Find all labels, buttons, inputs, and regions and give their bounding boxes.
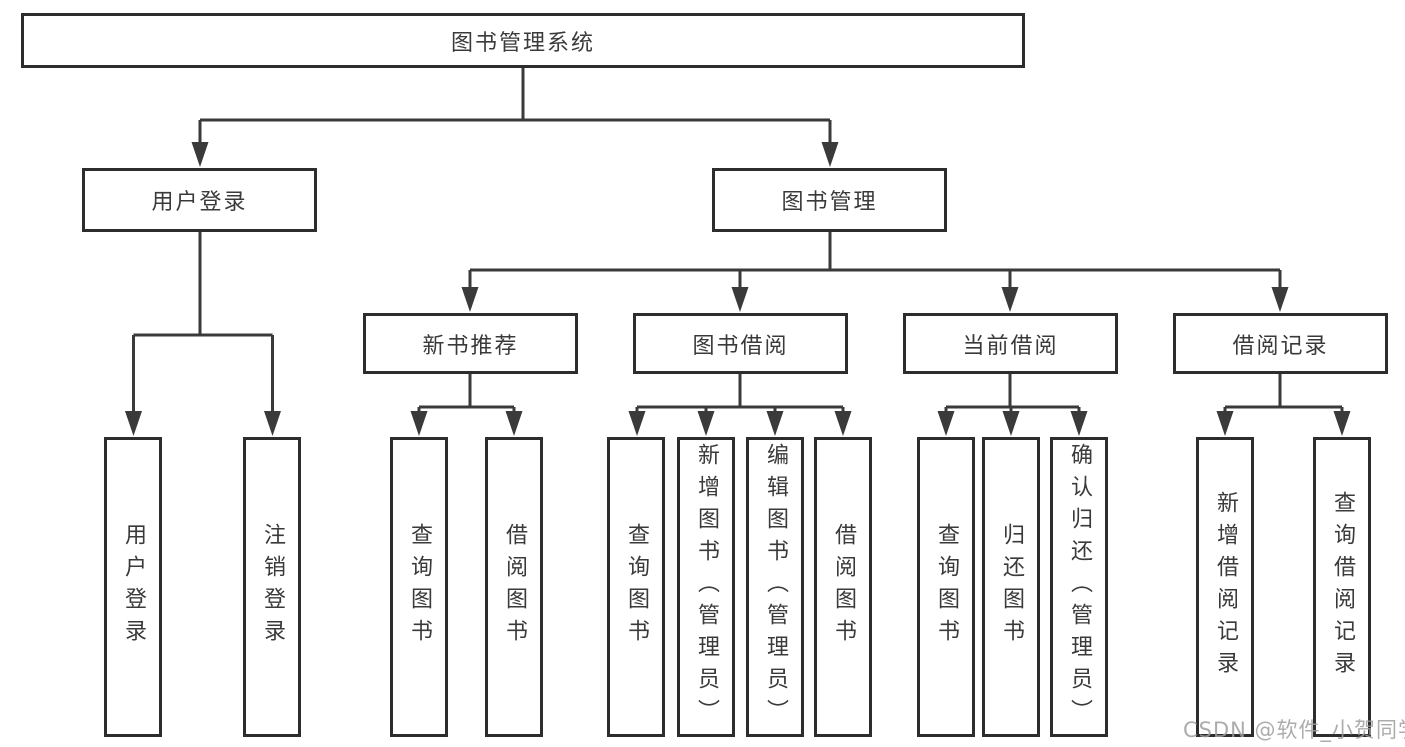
leaf-return-books: 归还图书 <box>982 437 1040 737</box>
node-current-borrowing: 当前借阅 <box>903 313 1118 374</box>
leaf-logout: 注销登录 <box>243 437 301 737</box>
csdn-watermark: CSDN @软件_小贺同学 <box>1183 718 1405 742</box>
node-library-management-system: 图书管理系统 <box>21 13 1025 68</box>
leaf-add-borrow-record: 新增借阅记录 <box>1196 437 1254 737</box>
leaf-borrow-books-recommend: 借阅图书 <box>485 437 543 737</box>
node-book-borrowing: 图书借阅 <box>633 313 848 374</box>
leaf-query-books-current: 查询图书 <box>917 437 975 737</box>
leaf-add-books-admin: 新增图书（管理员） <box>677 437 735 737</box>
node-user-login: 用户登录 <box>82 168 317 232</box>
leaf-confirm-return-admin: 确认归还（管理员） <box>1050 437 1108 737</box>
node-new-book-recommendation: 新书推荐 <box>363 313 578 374</box>
arrowheads <box>125 142 1351 436</box>
leaf-borrow-books-borrowing: 借阅图书 <box>814 437 872 737</box>
leaf-query-books-recommend: 查询图书 <box>390 437 448 737</box>
leaf-user-login: 用户登录 <box>104 437 162 737</box>
leaf-query-books-borrowing: 查询图书 <box>607 437 665 737</box>
leaf-edit-books-admin: 编辑图书（管理员） <box>746 437 804 737</box>
node-book-management: 图书管理 <box>712 168 947 232</box>
leaf-query-borrow-record: 查询借阅记录 <box>1313 437 1371 737</box>
node-borrowing-records: 借阅记录 <box>1173 313 1388 374</box>
